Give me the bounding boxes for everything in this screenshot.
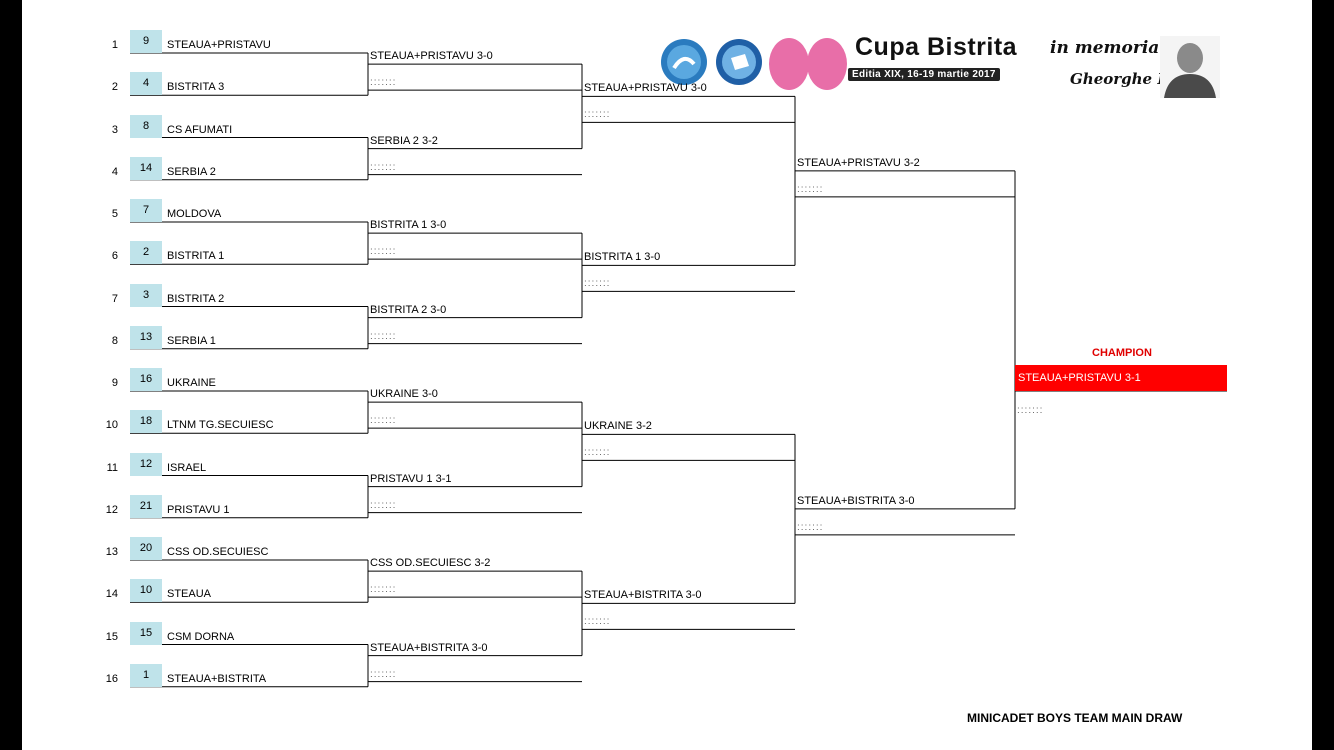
score-placeholder: ::::::: (370, 330, 397, 342)
team-name: CS AFUMATI (167, 123, 233, 136)
team-name: CSS OD.SECUIESC (167, 546, 269, 558)
score-placeholder: ::::::: (370, 161, 397, 173)
seed-number: 12 (130, 452, 162, 476)
seed-number: 4 (130, 72, 162, 96)
team-name: SERBIA 1 (167, 334, 216, 347)
team-name: BISTRITA 2 (167, 292, 225, 305)
seed-number: 16 (130, 368, 162, 391)
tournament-logo: Cupa Bistrita Editia XIX, 16-19 martie 2… (660, 30, 1220, 102)
match-result: BISTRITA 1 3-0 (584, 251, 661, 264)
champion-label: CHAMPION (1092, 347, 1152, 359)
draw-sheet: Cupa Bistrita Editia XIX, 16-19 martie 2… (22, 0, 1312, 750)
score-placeholder: ::::::: (370, 499, 397, 511)
seed-number: 9 (130, 30, 162, 53)
portrait-photo-icon (1160, 36, 1220, 98)
match-result: STEAUA+BISTRITA 3-0 (584, 589, 702, 602)
draw-position: 3 (111, 123, 118, 136)
draw-position: 12 (105, 503, 118, 516)
seed-number: 1 (130, 663, 162, 687)
seed-number: 20 (130, 537, 162, 560)
tournament-subtitle: Editia XIX, 16-19 martie 2017 (848, 68, 1000, 81)
team-name: MOLDOVA (167, 208, 222, 220)
draw-position: 10 (105, 419, 118, 432)
team-name: SERBIA 2 (167, 165, 216, 178)
champion-result: STEAUA+PRISTAVU 3-1 (1015, 365, 1227, 391)
score-placeholder: ::::::: (370, 77, 397, 89)
seed-number: 13 (130, 325, 162, 349)
match-result: STEAUA+PRISTAVU 3-0 (584, 82, 707, 95)
match-result: UKRAINE 3-0 (370, 388, 438, 401)
score-placeholder: ::::::: (797, 183, 824, 195)
match-result: STEAUA+BISTRITA 3-0 (370, 641, 488, 654)
team-name: STEAUA+PRISTAVU (167, 39, 271, 51)
score-placeholder: ::::::: (584, 278, 611, 290)
team-name: LTNM TG.SECUIESC (167, 419, 274, 432)
final-score-placeholder: ::::::: (1017, 405, 1044, 416)
seed-number: 3 (130, 283, 162, 307)
team-name: STEAUA (167, 588, 212, 601)
draw-position: 5 (111, 208, 118, 220)
memoriam-text: in memoriam (1050, 38, 1178, 58)
team-name: UKRAINE (167, 377, 216, 389)
draw-position: 2 (111, 81, 118, 94)
draw-position: 1 (111, 39, 118, 51)
bracket-lines (130, 52, 1227, 688)
seed-number: 15 (130, 621, 162, 645)
draw-title: MINICADET BOYS TEAM MAIN DRAW (967, 711, 1183, 725)
team-name: STEAUA+BISTRITA (167, 672, 267, 685)
score-placeholder: ::::::: (797, 521, 824, 533)
score-placeholder: ::::::: (584, 616, 611, 628)
draw-position: 13 (105, 546, 118, 558)
sports-club-emblem-icon (716, 39, 762, 85)
match-result: PRISTAVU 1 3-1 (370, 472, 452, 485)
seed-number: 8 (130, 114, 162, 138)
match-result: STEAUA+BISTRITA 3-0 (797, 494, 915, 507)
draw-position: 15 (105, 630, 118, 643)
score-placeholder: ::::::: (584, 109, 611, 121)
draw-position: 8 (111, 334, 118, 347)
seed-number: 21 (130, 494, 162, 518)
draw-position: 16 (105, 672, 118, 685)
match-result: BISTRITA 1 3-0 (370, 219, 447, 232)
seed-number: 7 (130, 199, 162, 222)
tournament-title: Cupa Bistrita (855, 33, 1018, 61)
draw-position: 11 (106, 461, 118, 474)
seed-number: 14 (130, 156, 162, 180)
draw-position: 9 (111, 377, 118, 389)
draw-position: 6 (111, 250, 118, 263)
seed-number: 18 (130, 410, 162, 434)
match-result: STEAUA+PRISTAVU 3-0 (370, 50, 493, 63)
team-name: ISRAEL (167, 461, 207, 474)
team-name: BISTRITA 3 (167, 81, 225, 94)
team-name: PRISTAVU 1 (167, 503, 230, 516)
seed-number: 10 (130, 579, 162, 603)
butterfly-logo-icon (769, 38, 847, 90)
score-placeholder: ::::::: (584, 447, 611, 459)
score-placeholder: ::::::: (370, 415, 397, 427)
team-name: CSM DORNA (167, 630, 235, 643)
draw-position: 4 (111, 165, 118, 178)
match-result: UKRAINE 3-2 (584, 420, 652, 433)
match-result: CSS OD.SECUIESC 3-2 (370, 557, 491, 570)
team-name: BISTRITA 1 (167, 250, 225, 263)
score-placeholder: ::::::: (370, 584, 397, 596)
match-result: BISTRITA 2 3-0 (370, 303, 447, 316)
draw-position: 14 (105, 588, 118, 601)
score-placeholder: ::::::: (370, 246, 397, 258)
score-placeholder: ::::::: (370, 668, 397, 680)
match-result: SERBIA 2 3-2 (370, 134, 438, 147)
seed-number: 2 (130, 241, 162, 265)
federation-emblem-icon (661, 39, 707, 85)
match-result: STEAUA+PRISTAVU 3-2 (797, 156, 920, 169)
draw-position: 7 (111, 292, 118, 305)
